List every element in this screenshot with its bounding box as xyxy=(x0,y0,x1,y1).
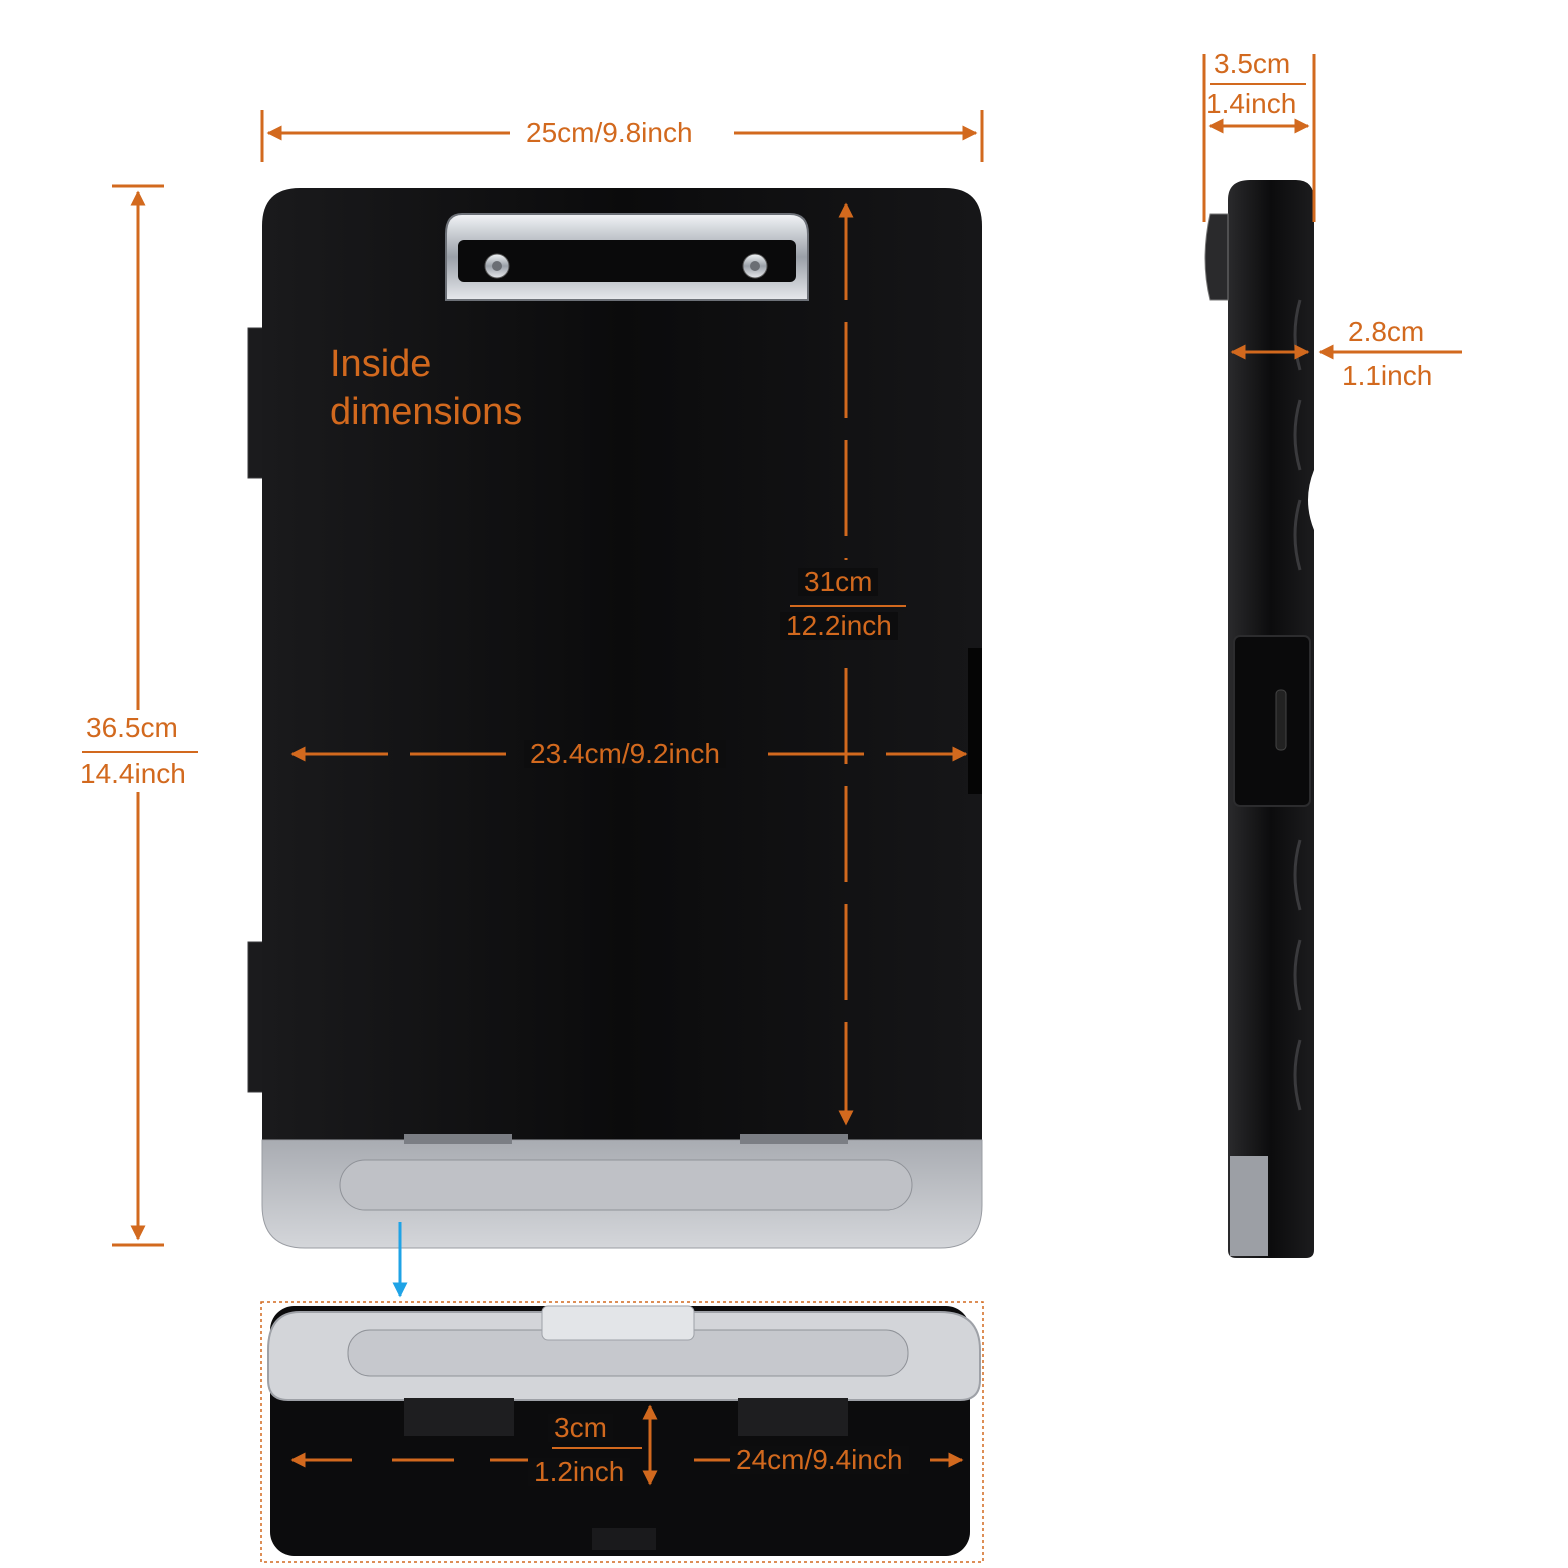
side-inner-depth-inch-label: 1.1inch xyxy=(1342,360,1433,391)
side-profile-view xyxy=(1204,180,1314,1258)
inner-height-dimension xyxy=(790,202,906,1126)
heading-line-2: dimensions xyxy=(330,391,523,433)
tray-depth-cm-label: 3cm xyxy=(548,1414,613,1442)
tray-depth-inch-label: 1.2inch xyxy=(528,1458,631,1486)
side-latch xyxy=(1233,635,1311,807)
outer-width-dimension xyxy=(260,110,984,162)
side-inner-depth-cm-label: 2.8cm xyxy=(1348,316,1425,347)
inside-dimensions-heading: Inside dimensions xyxy=(330,340,522,436)
outer-width-label: 25cm/9.8inch xyxy=(520,119,699,147)
inner-height-inch-label: 12.2inch xyxy=(780,612,898,640)
inner-width-label: 23.4cm/9.2inch xyxy=(524,740,726,768)
heading-line-1: Inside xyxy=(330,343,432,385)
tray-tab-right xyxy=(740,1134,848,1144)
tray-tab-left xyxy=(404,1134,512,1144)
inner-height-cm-label: 31cm xyxy=(798,568,879,596)
side-clip-hook xyxy=(1204,213,1229,301)
outer-height-cm-label: 36.5cm xyxy=(80,714,184,742)
side-tray-edge xyxy=(1230,1156,1268,1256)
case-body xyxy=(262,188,982,1140)
tray-groove xyxy=(339,1159,913,1211)
tray-depth-dimension xyxy=(552,1404,658,1486)
tray-width-label: 24cm/9.4inch xyxy=(730,1446,909,1474)
outer-height-dimension xyxy=(82,184,198,1247)
front-clipboard-case xyxy=(247,188,983,1249)
metal-clip xyxy=(445,213,809,301)
open-tray-view xyxy=(267,1305,981,1556)
left-hinge-top xyxy=(247,327,265,479)
side-latch-notch xyxy=(968,648,982,794)
left-hinge-bottom xyxy=(247,941,265,1093)
side-outer-depth-cm-label: 3.5cm xyxy=(1214,48,1291,79)
side-outer-depth-dimension xyxy=(1202,54,1316,222)
outer-height-inch-label: 14.4inch xyxy=(74,760,192,788)
side-outer-depth-inch-label: 1.4inch xyxy=(1206,88,1297,119)
tray-lid-latch xyxy=(541,1305,695,1341)
tray-detail-frame xyxy=(260,1301,984,1563)
